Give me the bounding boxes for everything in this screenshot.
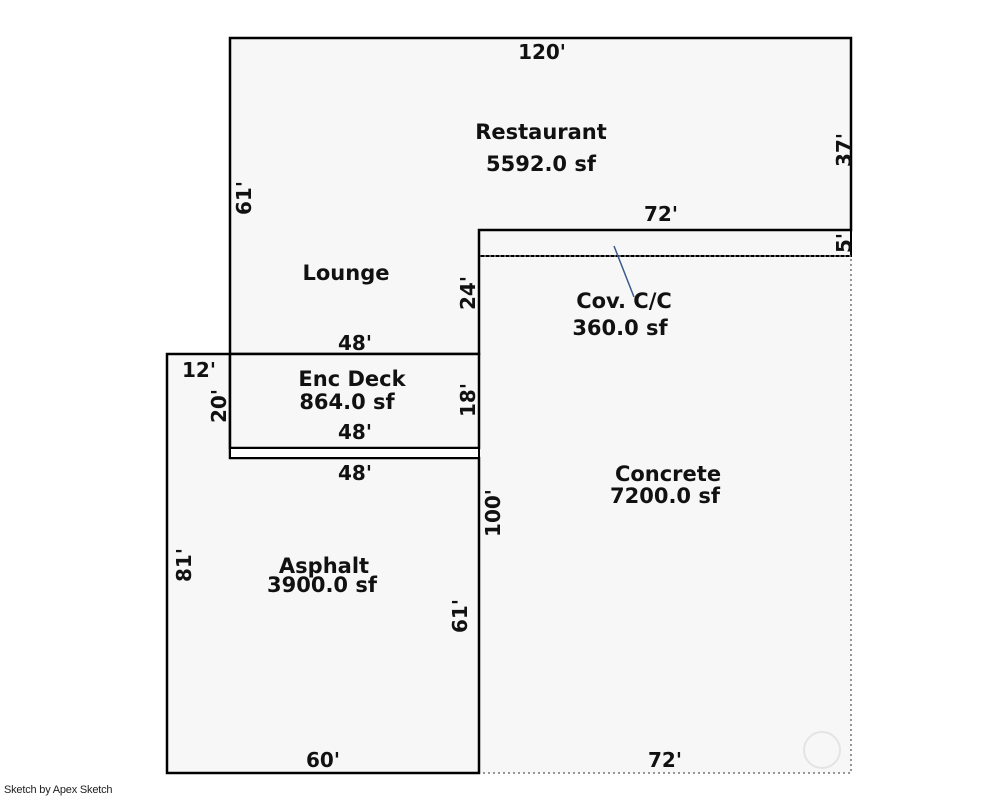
enc-deck-area-value: 864.0 sf [299,390,395,414]
restaurant-label: Restaurant [475,120,607,144]
enc-deck-area [228,352,481,450]
asphalt-area-value: 3900.0 sf [267,573,378,597]
enc-deck-label: Enc Deck [298,367,406,391]
lounge-label: Lounge [303,261,390,285]
dim-deck-inner-bottom: 48' [338,420,372,444]
concrete-area-value: 7200.0 sf [610,484,721,508]
concrete-area [478,255,852,774]
cov-cc-area-value: 360.0 sf [572,316,668,340]
dim-restaurant-left: 61' [232,181,256,215]
cov-cc-label: Cov. C/C [576,289,672,313]
cov-cc-area [478,229,852,257]
circle-mark-icon [803,731,841,769]
asphalt-label: Asphalt [279,554,369,578]
dim-restaurant-top: 120' [518,40,566,64]
dim-restaurant-right: 37' [832,133,856,167]
dim-cov-top: 72' [644,202,678,226]
dim-inner-vertical: 24' [456,276,480,310]
restaurant-area: 5592.0 sf [486,152,597,176]
deck-lower-strip [229,447,480,459]
dim-asphalt-left: 81' [172,548,196,582]
dim-concrete-bottom: 72' [648,748,682,772]
dim-deck-left: 20' [207,389,231,423]
dim-cov-right: 5' [832,233,856,253]
dim-asphalt-bottom: 60' [306,748,340,772]
dim-asphalt-right: 61' [448,599,472,633]
sketch-credit: Sketch by Apex Sketch [4,784,113,796]
dim-lounge-bottom: 48' [338,331,372,355]
dim-deck-left-offset: 12' [182,358,216,382]
dim-deck-bottom: 48' [338,461,372,485]
cov-cc-pointer-line [613,245,635,298]
dim-concrete-left: 100' [481,489,505,537]
dim-deck-right: 18' [456,383,480,417]
concrete-label: Concrete [615,462,721,486]
